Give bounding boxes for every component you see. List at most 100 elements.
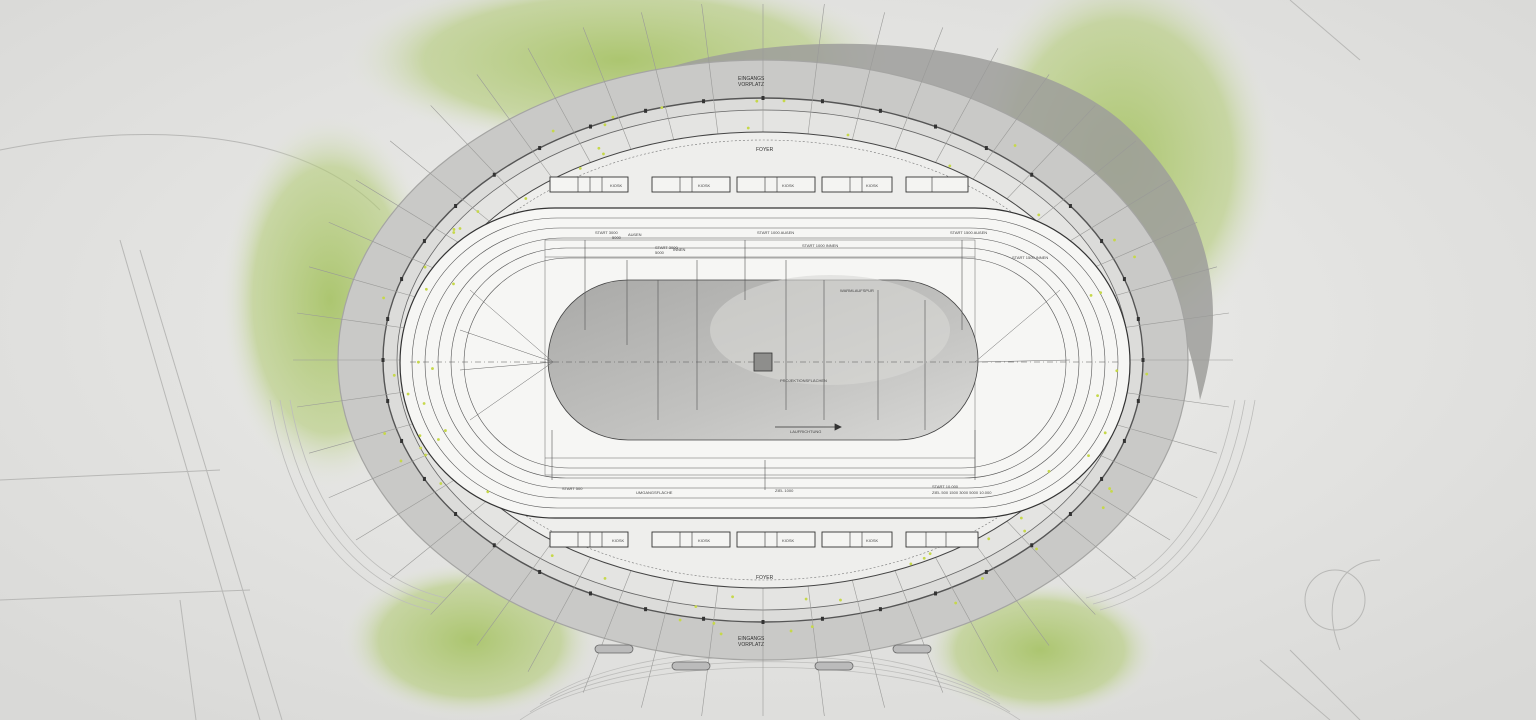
roof-cable (807, 3, 825, 134)
column (702, 616, 706, 621)
vegetation-dot (928, 552, 932, 556)
label-aussen-short: AUßEN (628, 232, 642, 237)
roof-cable (1036, 498, 1137, 580)
vegetation-dot (422, 402, 426, 405)
vegetation-dot (719, 632, 723, 636)
kiosk-block (549, 531, 629, 548)
projection-screen (753, 352, 773, 372)
label-foyer-top: FOYER (756, 147, 774, 153)
vegetation-dot (452, 282, 455, 286)
roof-shadow (580, 43, 1214, 401)
bike-racks (594, 644, 932, 671)
roof-cable (355, 179, 465, 247)
vegetation-dot (1145, 372, 1149, 376)
vegetation-dot (1113, 238, 1116, 242)
label-direction: LAUFRICHTUNG (790, 429, 821, 434)
vegetation-dot (1019, 516, 1023, 520)
direction-arrow (775, 423, 842, 431)
vegetation-dot (1013, 144, 1017, 147)
vegetation-dot (746, 126, 750, 130)
roof-cable (430, 521, 520, 615)
column (538, 569, 542, 574)
roof-cable (807, 586, 825, 717)
roof-cable (582, 27, 632, 150)
kiosk-block (651, 531, 731, 548)
roof-cable (935, 557, 999, 672)
vegetation-dot (578, 166, 582, 170)
roof-cable (1081, 446, 1198, 499)
roof-cable (894, 27, 944, 150)
label-start-5000-a: 5000 (612, 235, 622, 240)
kiosk-block (821, 176, 893, 193)
vegetation-dot (909, 562, 913, 566)
vegetation-dot (452, 228, 456, 231)
site-lines (0, 0, 1381, 720)
vegetation-dot (406, 392, 410, 396)
vegetation-dot (731, 595, 734, 599)
vegetation-dot (603, 123, 607, 127)
roof-cable (1006, 105, 1096, 199)
column (400, 438, 404, 443)
vegetation-dot (424, 453, 428, 457)
column (1122, 277, 1126, 282)
vegetation-dot (602, 152, 605, 156)
roof-cable (582, 570, 632, 693)
roof-cable (1061, 473, 1171, 541)
label-projection: PROJEKTIONSFLÄCHEN (780, 378, 827, 383)
kiosk-row-bottom (549, 531, 979, 548)
roof-cable (641, 12, 674, 140)
column (538, 146, 542, 151)
label-kiosk: KIOSK (866, 183, 879, 188)
column (820, 99, 824, 104)
label-kiosk: KIOSK (610, 183, 623, 188)
roof-cable (935, 48, 999, 163)
roof-cable (701, 3, 719, 134)
vegetation-dot (712, 621, 716, 625)
label-foyer-bottom: FOYER (756, 575, 774, 581)
label-kiosk: KIOSK (698, 183, 711, 188)
vegetation-dot (1023, 529, 1027, 533)
column (1141, 358, 1145, 362)
vegetation-dot (418, 434, 422, 438)
column (588, 591, 592, 596)
label-start-3000-innen: START 3000 (655, 245, 678, 250)
vegetation-dot (597, 146, 601, 150)
vegetation-dot (431, 367, 434, 370)
column (1030, 543, 1034, 548)
label-entrance-bottom-2: VORPLATZ (738, 642, 764, 648)
vegetation-dot (1099, 291, 1103, 295)
vegetation-dot (782, 99, 786, 103)
vegetation-dot (1089, 293, 1093, 297)
column (1136, 398, 1140, 403)
label-start-10000: START 10.000 (932, 484, 959, 489)
vegetation-dot (423, 265, 427, 269)
column (761, 96, 765, 100)
curve-dimension-lines (459, 289, 1071, 421)
roof-cable (972, 74, 1050, 180)
kiosk-block (905, 176, 969, 193)
roof-cable (852, 12, 885, 140)
label-innen-short: INNEN (673, 247, 686, 252)
vegetation-dot (452, 231, 456, 234)
label-entrance-bottom-1: EINGANGS (738, 636, 765, 642)
roof-cable (389, 140, 490, 222)
vegetation-dot (810, 625, 814, 629)
vegetation-dot (1133, 255, 1136, 259)
vegetation-dot (846, 133, 850, 137)
roof-cable (308, 418, 430, 454)
kiosk-block (549, 176, 629, 193)
vegetation-dot (1096, 394, 1099, 398)
vegetation-dot (987, 537, 991, 541)
vegetation-dot (660, 106, 664, 109)
label-finish-1000: ZIEL 1000 (775, 488, 794, 493)
column (422, 239, 426, 244)
vegetation-dot (524, 197, 528, 200)
vegetation-dot (458, 227, 462, 230)
column (454, 204, 458, 209)
vegetation-dot (678, 618, 682, 622)
vegetation-dot (804, 597, 808, 601)
vegetation-dot (1101, 506, 1105, 510)
label-warmup: WARMLAUFSPUR (840, 288, 874, 293)
column (1136, 317, 1140, 322)
